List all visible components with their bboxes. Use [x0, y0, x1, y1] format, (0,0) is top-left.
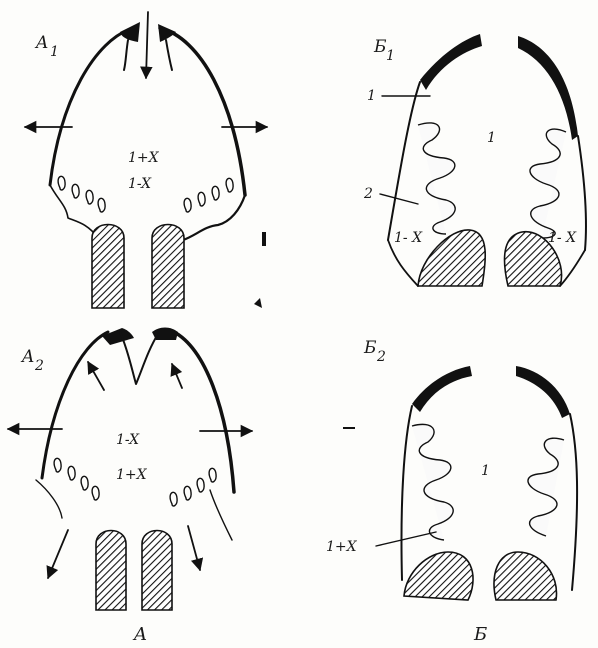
panel-b2: Б 2 1 1+X — [326, 338, 577, 600]
b2-left-wall — [401, 406, 412, 580]
a2-right-up-arrow — [172, 364, 182, 388]
a2-label: A — [20, 347, 34, 367]
a1-left-lip — [120, 22, 140, 42]
a1-left-wall — [50, 28, 133, 185]
b1-left-wall — [388, 82, 420, 240]
a2-right-jet-edge — [210, 490, 232, 540]
b2-subscript: 2 — [376, 349, 386, 365]
b1-right-wall — [578, 136, 586, 250]
a2-text-bottom: 1+X — [116, 467, 148, 483]
b2-label: Б — [363, 338, 377, 358]
a1-left-bottom-edge — [50, 185, 98, 238]
b1-callout-2-line — [380, 194, 418, 204]
b1-subscript: 1 — [386, 48, 395, 64]
a1-subscript: 1 — [50, 44, 59, 60]
a1-text-bottom: 1-X — [128, 176, 152, 192]
a1-left-block — [92, 225, 124, 309]
a2-right-block — [142, 531, 172, 611]
b2-left-lip — [412, 366, 472, 412]
caption-left: A — [132, 624, 147, 645]
a2-right-loops — [170, 468, 216, 506]
b2-text-center: 1 — [481, 463, 490, 479]
a1-right-inner-lip — [166, 40, 172, 70]
a2-right-wall — [170, 330, 234, 492]
a1-left-loops — [58, 176, 105, 212]
panel-a1: A 1 1+X 1-X — [25, 12, 267, 308]
b1-right-bottom — [560, 250, 585, 286]
a1-label: A — [34, 33, 48, 53]
a1-text-top: 1+X — [128, 150, 160, 166]
a2-left-loops — [54, 458, 99, 500]
a2-left-block — [96, 531, 126, 611]
b2-right-block — [494, 552, 556, 600]
b1-callout-2: 2 — [363, 186, 373, 202]
b1-right-lip — [518, 36, 578, 140]
b1-left-spiral — [418, 123, 455, 234]
b1-label: Б — [373, 37, 387, 57]
b2-right-spiral — [528, 438, 564, 536]
a2-text-top: 1-X — [116, 432, 140, 448]
a2-left-jet-edge — [36, 480, 62, 518]
stray-mark-1 — [262, 232, 266, 246]
b1-text-left-bottom: 1- X — [394, 230, 423, 246]
a1-right-bottom-edge — [183, 195, 245, 240]
b2-callout: 1+X — [326, 539, 358, 555]
caption-right: Б — [473, 624, 487, 645]
b1-text-right-bottom: 1- X — [548, 230, 577, 246]
a2-left-lip — [102, 328, 134, 345]
b1-callout-1: 1 — [367, 88, 376, 104]
a2-left-wall — [42, 332, 108, 478]
panel-b1: Б 1 1 2 1 1- X 1- X — [363, 34, 586, 286]
b2-right-wall — [570, 414, 577, 590]
a1-left-inner-lip — [124, 40, 128, 70]
a2-left-down-arrow — [48, 530, 68, 578]
b2-callout-line — [376, 532, 436, 546]
b1-text-center: 1 — [487, 130, 496, 146]
panel-a2: A 2 1-X 1+X — [8, 328, 252, 611]
a1-right-loops — [184, 178, 233, 212]
a2-subscript: 2 — [34, 358, 44, 374]
b2-right-lip — [516, 366, 570, 418]
a2-left-up-arrow — [88, 362, 104, 390]
b1-left-bottom — [388, 240, 418, 286]
stray-mark-2 — [254, 298, 262, 308]
a1-right-block — [152, 225, 184, 309]
b1-right-spiral — [530, 129, 566, 238]
b1-left-lip — [420, 34, 482, 90]
a2-right-down-arrow — [188, 526, 200, 570]
a1-right-lip — [158, 24, 176, 42]
a1-right-wall — [160, 28, 245, 195]
a1-inflow-arrow — [146, 12, 148, 78]
b2-left-spiral — [412, 424, 453, 540]
b2-left-block — [404, 552, 473, 600]
b1-left-block — [418, 230, 485, 286]
